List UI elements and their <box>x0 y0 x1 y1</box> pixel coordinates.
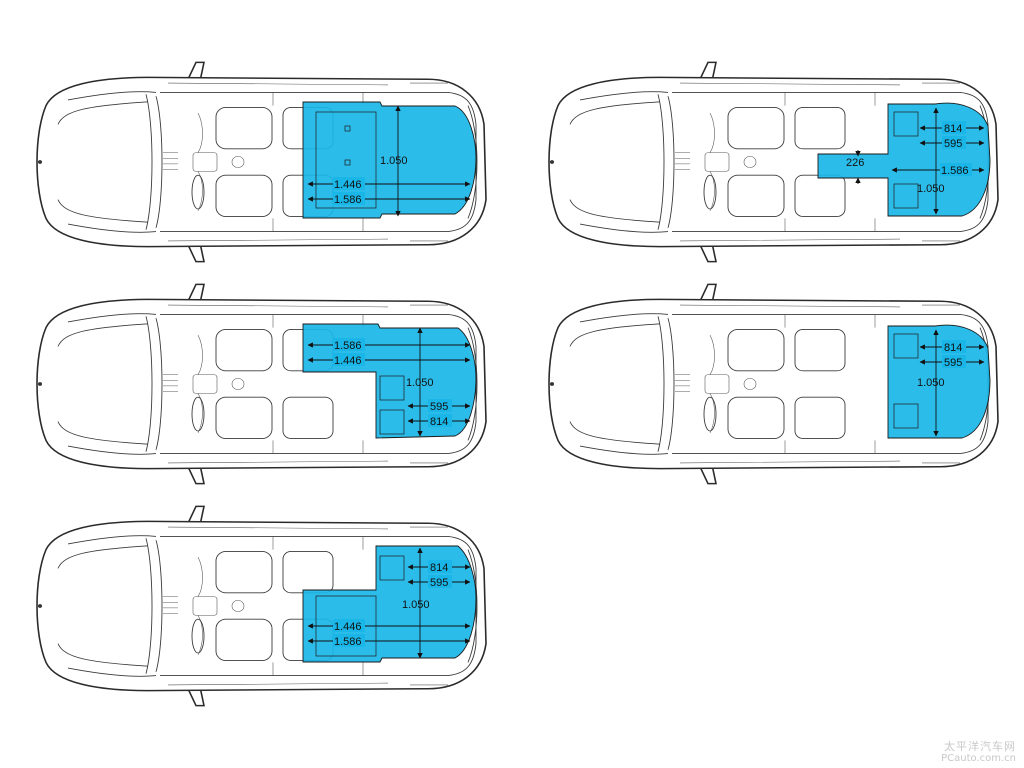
dim-label: 814 <box>944 123 962 135</box>
dim-label: 1.586 <box>941 165 969 177</box>
dim-label: 1.050 <box>380 155 408 167</box>
watermark-url: PCauto.com.cn <box>941 753 1016 764</box>
dim-label: 1.446 <box>334 179 362 191</box>
dim-label: 1.586 <box>334 636 362 648</box>
dim-label: 1.050 <box>917 183 945 195</box>
dim-label: 1.050 <box>917 377 945 389</box>
watermark-cn: 太平洋汽车网 <box>944 739 1016 753</box>
dim-label: 814 <box>944 342 962 354</box>
dim-label: 595 <box>944 357 962 369</box>
dim-label: 814 <box>430 562 448 574</box>
dim-label: 1.050 <box>406 377 434 389</box>
dim-label: 595 <box>944 138 962 150</box>
cargo-area-5: 814 595 1.050 1.446 1.586 <box>302 545 477 663</box>
dim-label: 1.586 <box>334 194 362 206</box>
dim-label: 1.050 <box>402 599 430 611</box>
dim-label: 1.446 <box>334 355 362 367</box>
dim-label: 1.446 <box>334 621 362 633</box>
dim-label: 595 <box>430 577 448 589</box>
cargo-area-3: 1.586 1.446 1.050 595 814 <box>302 323 477 439</box>
cargo-area-2: 814 595 226 1.586 1.050 <box>817 102 991 217</box>
cargo-area-4: 814 595 1.050 <box>887 324 991 439</box>
cargo-area-1: 1.050 1.446 1.586 <box>302 101 477 219</box>
dim-label: 226 <box>846 157 864 169</box>
dim-label: 814 <box>430 416 448 428</box>
watermark: 太平洋汽车网 PCauto.com.cn <box>941 739 1016 764</box>
dim-label: 595 <box>430 401 448 413</box>
dim-label: 1.586 <box>334 340 362 352</box>
